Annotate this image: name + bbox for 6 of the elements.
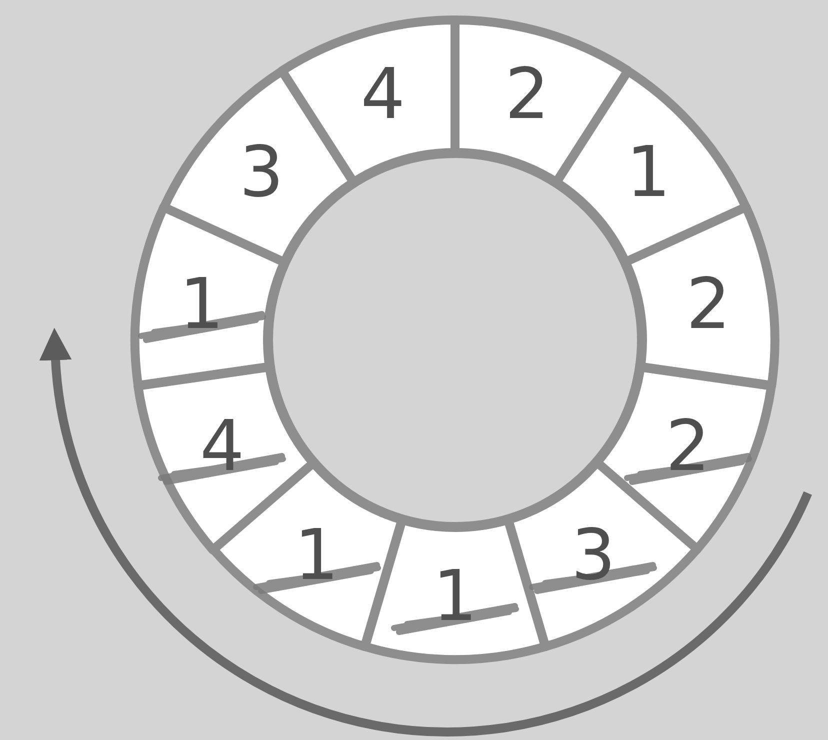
segment-number: 2 <box>686 268 731 339</box>
segment-number: 2 <box>504 59 550 130</box>
segment-number: 1 <box>179 268 224 339</box>
segment-number: 4 <box>360 59 406 130</box>
segment-number: 1 <box>626 137 671 208</box>
segment-number: 3 <box>239 137 284 208</box>
